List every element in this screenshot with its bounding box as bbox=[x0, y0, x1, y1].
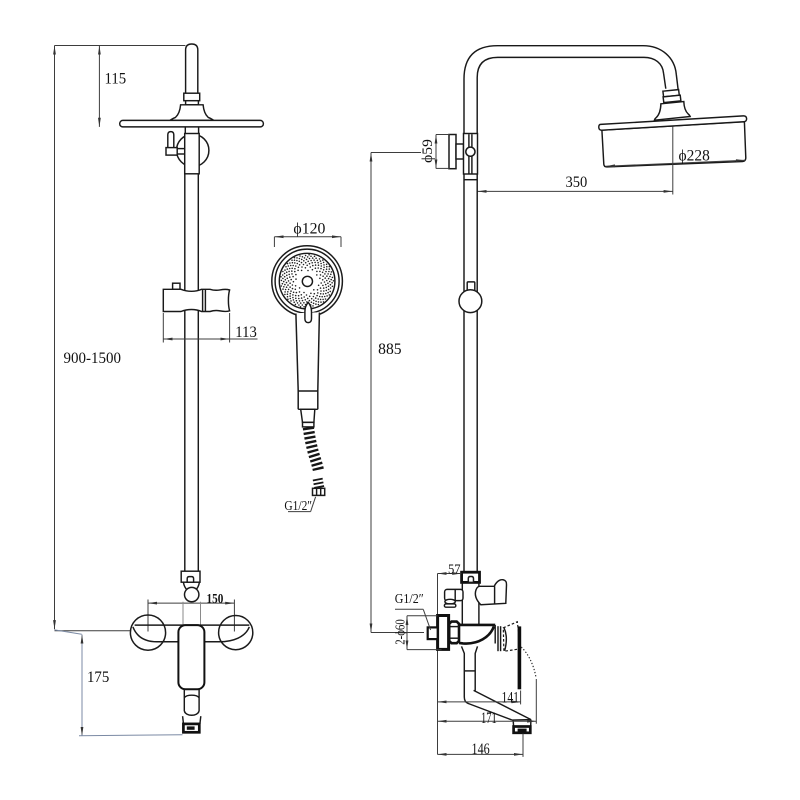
svg-text:ϕ59: ϕ59 bbox=[420, 139, 436, 163]
svg-text:175: 175 bbox=[87, 669, 110, 686]
svg-text:115: 115 bbox=[105, 70, 127, 87]
svg-text:146: 146 bbox=[472, 741, 490, 758]
svg-text:150: 150 bbox=[207, 592, 224, 607]
svg-text:G1/2″: G1/2″ bbox=[284, 499, 312, 514]
svg-text:G1/2″: G1/2″ bbox=[395, 592, 424, 607]
svg-text:57: 57 bbox=[448, 562, 461, 577]
svg-text:113: 113 bbox=[235, 324, 257, 341]
svg-text:ϕ120: ϕ120 bbox=[293, 221, 325, 238]
svg-text:2-ϕ60: 2-ϕ60 bbox=[392, 619, 407, 645]
svg-text:141: 141 bbox=[502, 690, 520, 707]
svg-text:171: 171 bbox=[481, 710, 497, 727]
svg-text:350: 350 bbox=[566, 174, 588, 191]
svg-text:885: 885 bbox=[378, 341, 402, 358]
svg-text:ϕ228: ϕ228 bbox=[679, 148, 711, 165]
svg-text:900-1500: 900-1500 bbox=[64, 350, 122, 367]
